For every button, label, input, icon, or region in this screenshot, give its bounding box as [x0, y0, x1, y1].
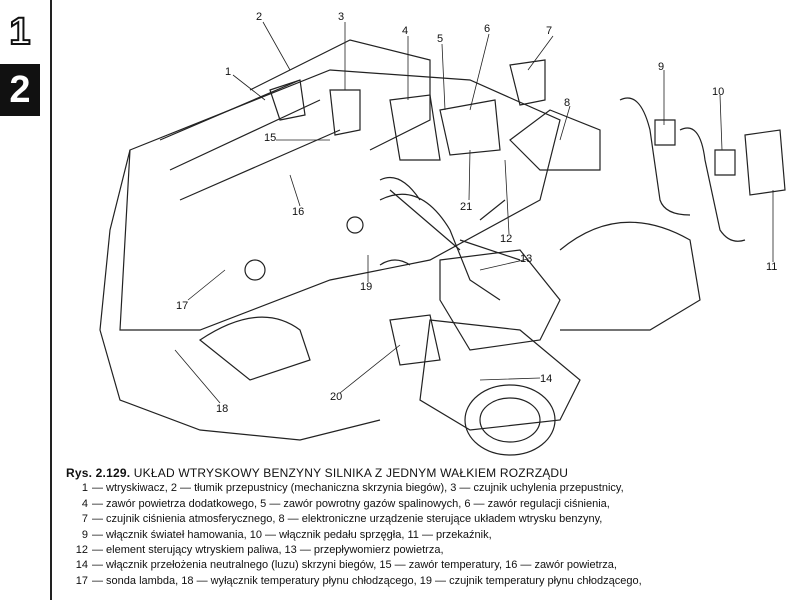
leader-lines — [174, 21, 774, 404]
callout-18: 18 — [216, 403, 228, 415]
legend-text: — sonda lambda, 18 — wyłącznik temperatu… — [92, 574, 642, 587]
engine-diagram: 1 2 3 4 5 6 7 8 9 10 11 12 13 14 15 16 1… — [99, 11, 786, 456]
legend-line: 17 — sonda lambda, 18 — wyłącznik tempera… — [66, 574, 796, 589]
margin-rule — [50, 0, 52, 600]
legend-number: 17 — [75, 574, 88, 587]
callout-8: 8 — [564, 97, 570, 109]
chapter-tab-1: 1 — [0, 6, 40, 58]
callout-19: 19 — [360, 281, 372, 293]
legend-number: 12 — [75, 544, 88, 557]
callout-7: 7 — [546, 25, 552, 37]
callout-14: 14 — [540, 373, 552, 385]
callout-11: 11 — [766, 261, 777, 273]
legend-text: — element sterujący wtryskiem paliwa, 13… — [92, 544, 444, 557]
legend-number: 1 — [81, 482, 88, 495]
callout-21: 21 — [460, 201, 472, 213]
callout-5: 5 — [437, 33, 443, 45]
legend-line: 14 — włącznik przełożenia neutralnego (lu… — [66, 558, 796, 573]
legend-text: — zawór powietrza dodatkowego, 5 — zawór… — [92, 497, 610, 510]
legend-text: — wtryskiwacz, 2 — tłumik przepustnicy (… — [92, 482, 624, 495]
callout-3: 3 — [338, 11, 344, 23]
callout-15: 15 — [264, 132, 276, 144]
chapter-tab-2: 2 — [0, 64, 40, 116]
callout-numbers: 1 2 3 4 5 6 7 8 9 10 11 12 13 14 15 16 1… — [176, 11, 777, 415]
callout-17: 17 — [176, 300, 188, 312]
figure-number: Rys. 2.129. — [66, 466, 131, 480]
callout-6: 6 — [484, 23, 490, 35]
callout-13: 13 — [520, 253, 532, 265]
legend-line: 7 — czujnik ciśnienia atmosferycznego, 8 … — [66, 512, 796, 527]
legend-line: 1 — wtryskiwacz, 2 — tłumik przepustnicy … — [66, 481, 796, 496]
legend-line: 9 — włącznik świateł hamowania, 10 — włąc… — [66, 528, 796, 543]
callout-9: 9 — [658, 61, 664, 73]
legend-number: 9 — [81, 528, 88, 541]
legend-number: 14 — [75, 559, 88, 572]
figure-title: UKŁAD WTRYSKOWY BENZYNY SILNIKA Z JEDNYM… — [133, 466, 569, 480]
callout-12: 12 — [500, 233, 512, 245]
legend-number: 4 — [81, 497, 88, 510]
legend-line: 4 — zawór powietrza dodatkowego, 5 — zawó… — [66, 497, 796, 512]
legend-number: 7 — [81, 513, 88, 526]
callout-20: 20 — [330, 391, 342, 403]
engine-block-drawing — [99, 39, 786, 456]
legend-text: — włącznik świateł hamowania, 10 — włącz… — [92, 528, 492, 541]
callout-4: 4 — [402, 25, 408, 37]
figure-caption: Rys. 2.129. UKŁAD WTRYSKOWY BENZYNY SILN… — [66, 466, 796, 589]
callout-10: 10 — [712, 86, 724, 98]
legend-line: 12 — element sterujący wtryskiem paliwa, … — [66, 543, 796, 558]
caption-title: Rys. 2.129. UKŁAD WTRYSKOWY BENZYNY SILN… — [66, 466, 796, 481]
legend-text: — czujnik ciśnienia atmosferycznego, 8 —… — [92, 513, 603, 526]
callout-1: 1 — [225, 66, 231, 78]
legend-text: — włącznik przełożenia neutralnego (luzu… — [92, 559, 617, 572]
callout-2: 2 — [256, 11, 262, 23]
callout-16: 16 — [292, 206, 304, 218]
